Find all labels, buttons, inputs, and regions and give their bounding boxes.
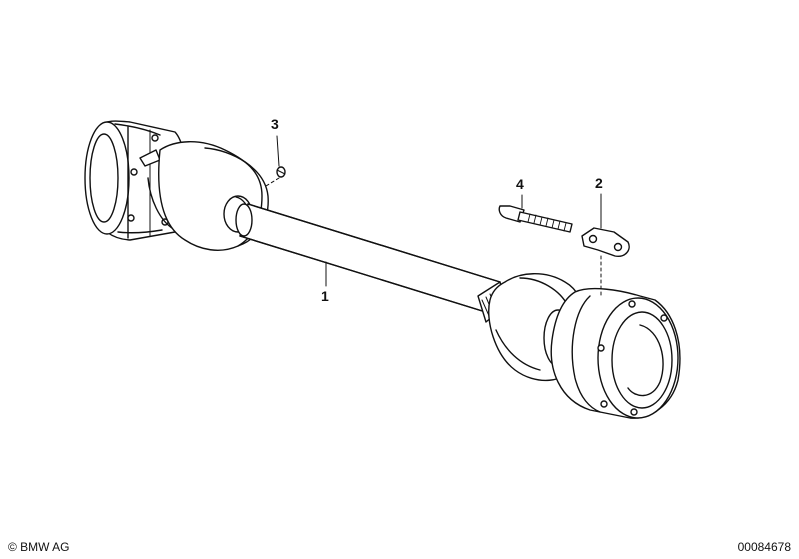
diagram-number: 00084678 xyxy=(737,540,791,554)
bolt-part xyxy=(498,205,573,233)
callout-part-3: 3 xyxy=(271,116,279,132)
plug-part xyxy=(276,166,286,178)
right-cv-joint-housing xyxy=(550,287,681,419)
copyright-text: © BMW AG xyxy=(8,540,70,554)
lock-plate-part xyxy=(581,227,630,257)
drive-shaft-tube xyxy=(235,203,507,323)
callout-part-2: 2 xyxy=(595,175,603,191)
callout-part-4: 4 xyxy=(516,176,524,192)
callout-part-1: 1 xyxy=(321,288,329,304)
leader-line-3-lower xyxy=(265,177,280,187)
leader-line-3 xyxy=(276,135,280,167)
